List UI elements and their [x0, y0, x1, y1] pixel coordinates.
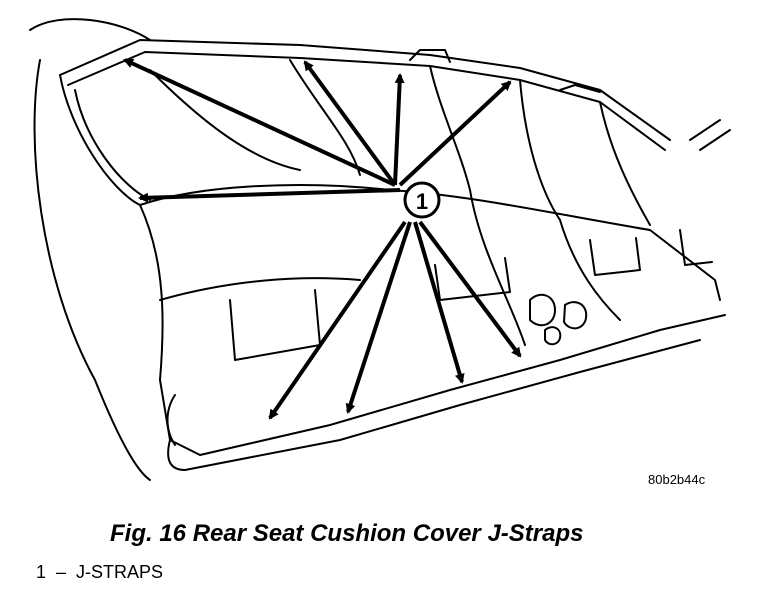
- legend: 1–J-STRAPS: [36, 562, 163, 583]
- seat-illustration: [29, 18, 731, 481]
- legend-separator: –: [56, 562, 67, 582]
- legend-number: 1: [36, 562, 47, 582]
- callout-1: 1: [403, 181, 441, 219]
- figure-caption: Fig. 16 Rear Seat Cushion Cover J-Straps: [110, 520, 584, 547]
- callout-arrows: [123, 58, 522, 420]
- figure-code: 80b2b44c: [648, 472, 706, 487]
- legend-label: J-STRAPS: [76, 562, 164, 582]
- callout-number: 1: [416, 189, 428, 214]
- seat-cushion-diagram: 1: [29, 18, 731, 481]
